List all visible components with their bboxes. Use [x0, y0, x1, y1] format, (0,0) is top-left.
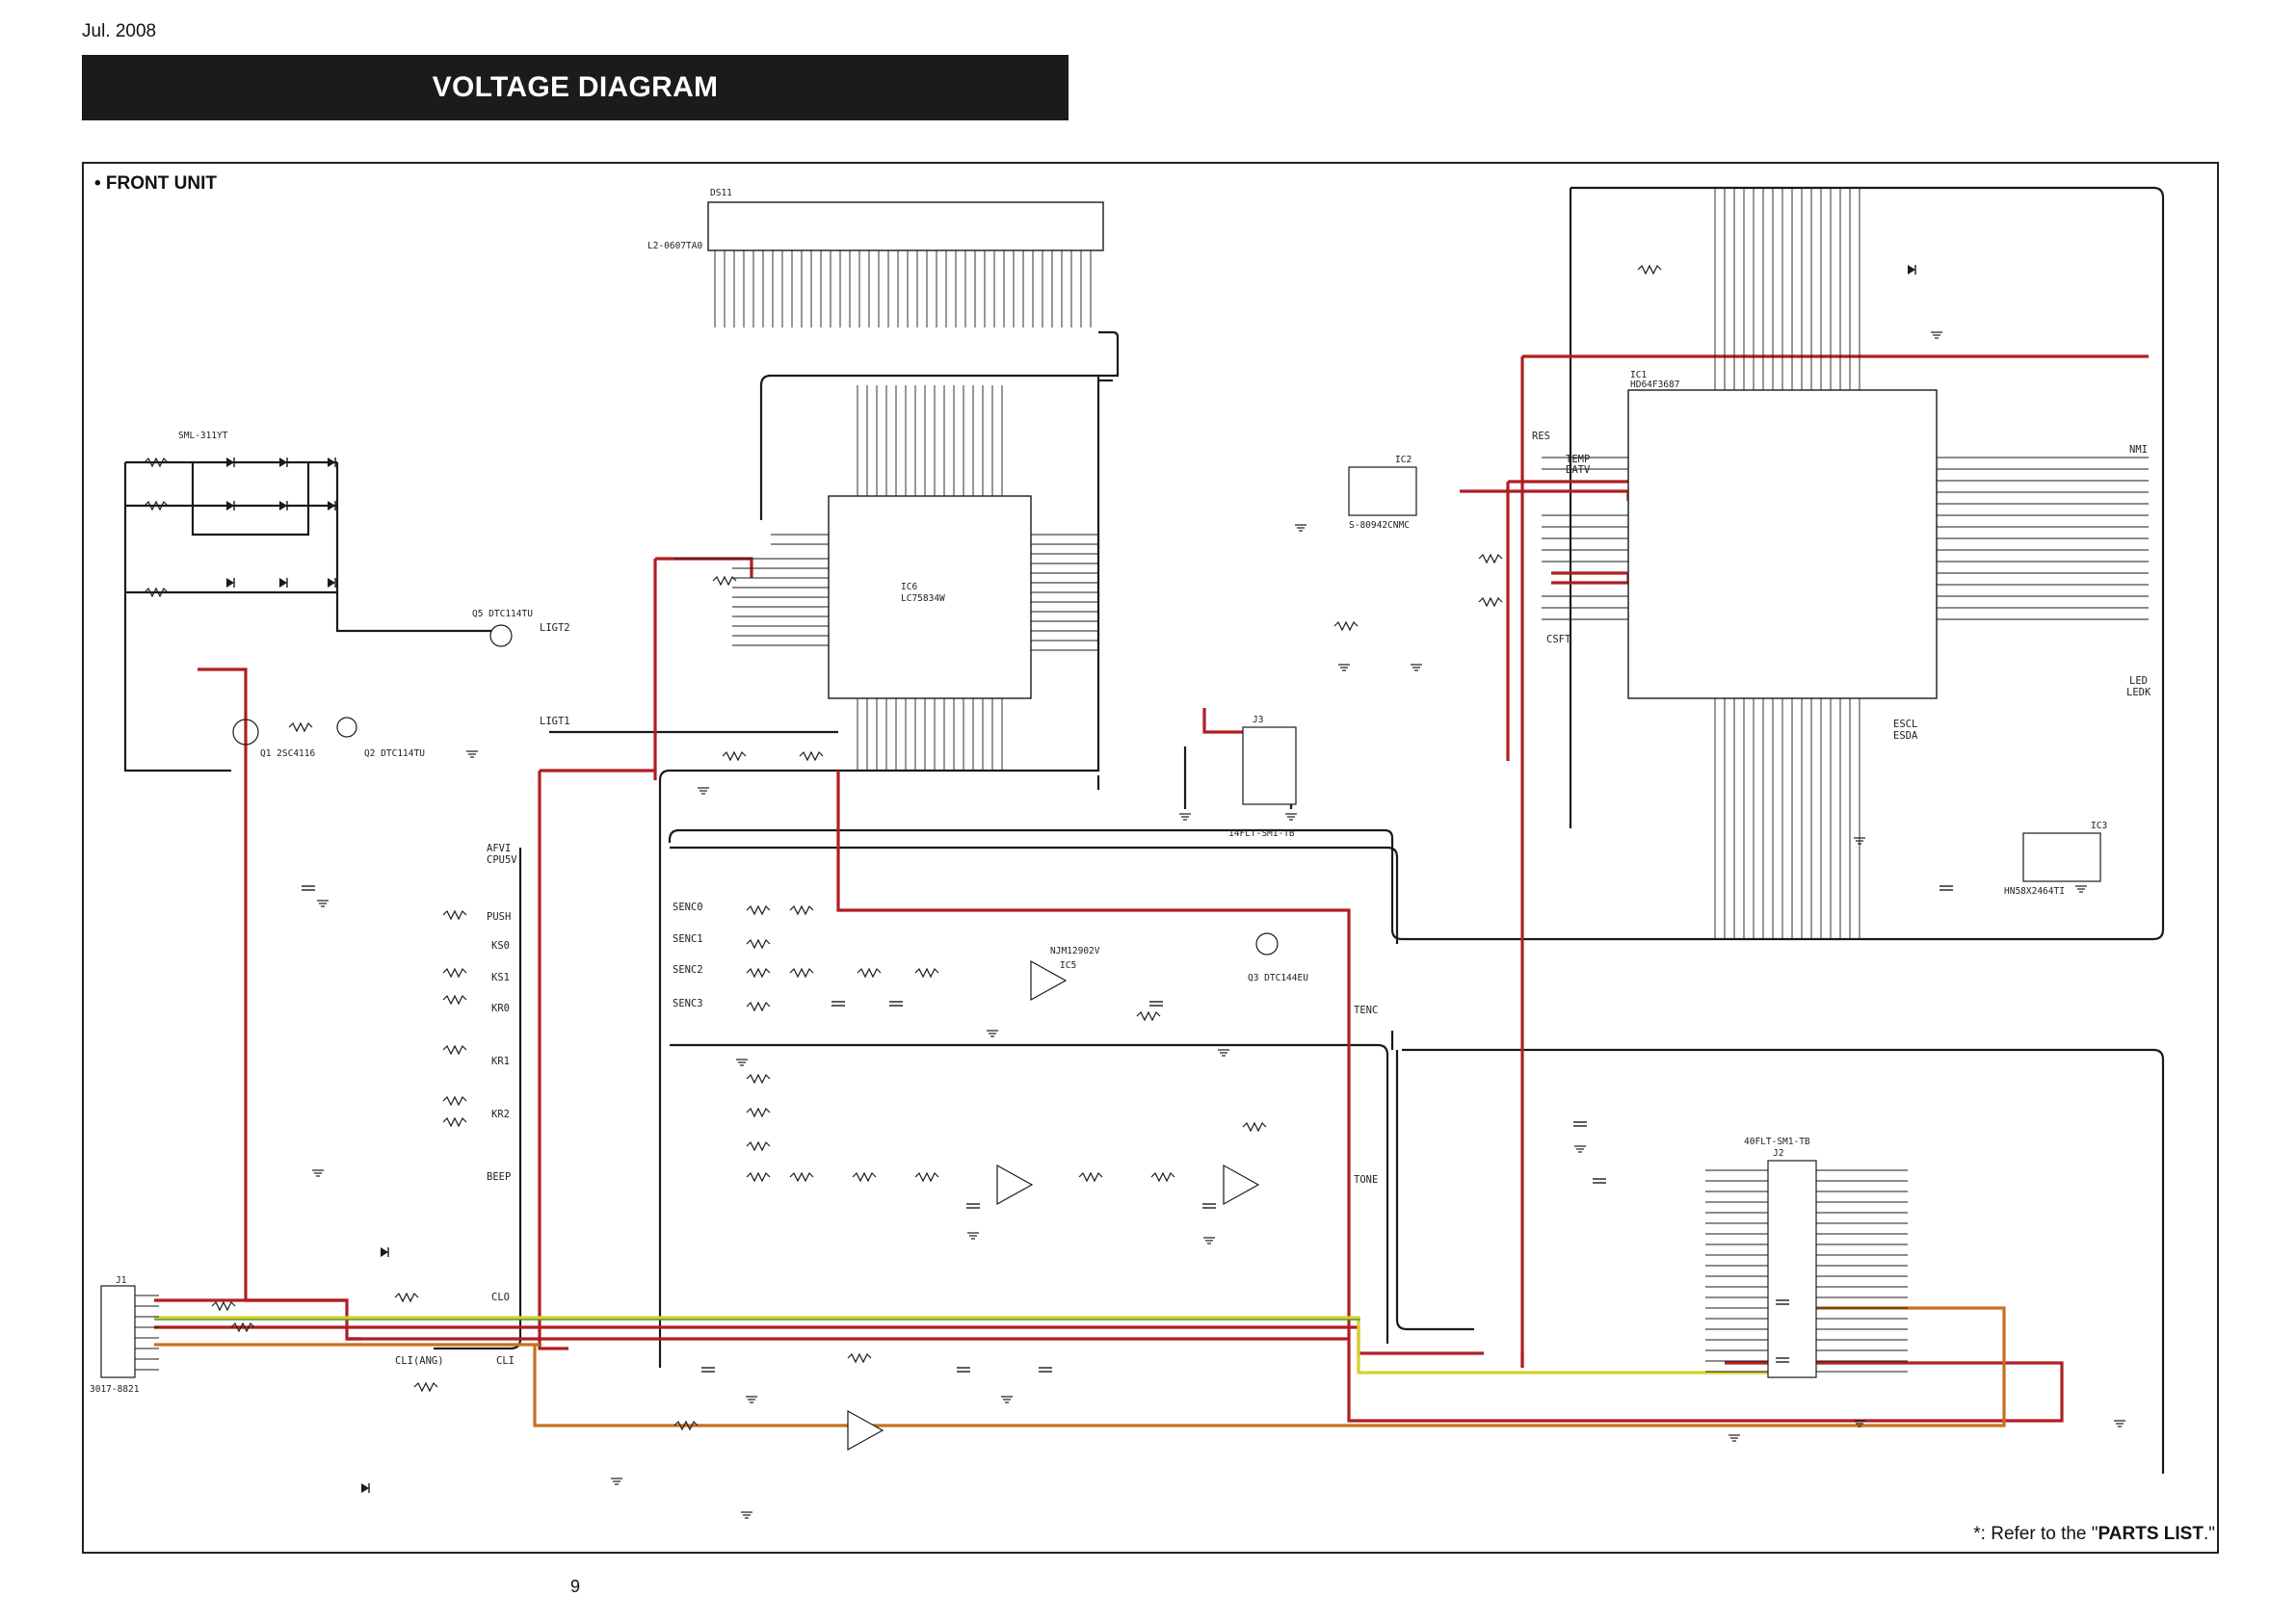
net-tenc: TENC [1354, 1005, 1378, 1016]
net-push: PUSH [487, 911, 511, 923]
net-beep: BEEP [487, 1171, 511, 1183]
ic6-driver: IC6 LC75834W [674, 385, 1098, 771]
schematic-frame [82, 162, 2219, 1554]
net-cli-ang: CLI(ANG) [395, 1355, 444, 1367]
parts-list-note: *: Refer to the "PARTS LIST." [1973, 1524, 2215, 1544]
net-senc3: SENC3 [673, 998, 703, 1009]
ic3-part: HN58X2464TI [2004, 886, 2065, 897]
document-date: Jul. 2008 [82, 21, 157, 41]
ic3-ref: IC3 [2091, 821, 2107, 831]
q5-label: Q5 DTC114TU [472, 609, 533, 619]
page-title-banner: VOLTAGE DIAGRAM [82, 55, 1069, 120]
net-batv: BATV [1566, 464, 1591, 476]
transistors [232, 624, 1279, 955]
ic6-ref: IC6 [901, 582, 917, 592]
display-ds11: DS11 L2-0607TA0 [647, 188, 1104, 327]
led-array: SML-311YT [144, 431, 336, 597]
ic1-microcontroller: IC1 HD64F3687 [1542, 188, 2149, 939]
led-part-label: SML-311YT [178, 431, 228, 441]
op-amps [847, 960, 1259, 1451]
ic2-reset: IC2 S-80942CNMC [1348, 455, 1417, 531]
ic5-ref: IC5 [1060, 960, 1076, 971]
net-esda: ESDA [1893, 730, 1918, 742]
ic3-eeprom: IC3 HN58X2464TI [2004, 821, 2107, 897]
net-temp: TEMP [1566, 454, 1590, 465]
ic6-part: LC75834W [901, 593, 945, 604]
net-nmi: NMI [2129, 444, 2148, 456]
net-csft: CSFT [1546, 634, 1571, 645]
net-kr0: KR0 [491, 1003, 510, 1014]
j3-ref: J3 [1253, 715, 1263, 725]
section-title: • FRONT UNIT [94, 173, 217, 194]
connector-j1: J1 3017-8821 [90, 1275, 159, 1395]
j2-part: 40FLT-SM1-TB [1744, 1137, 1810, 1147]
net-labels: LIGT2 LIGT1 CPU5V AFVI BEEP TONE TENC PU… [395, 431, 2151, 1367]
ic2-ref: IC2 [1395, 455, 1412, 465]
ic5-part: NJM12902V [1050, 946, 1100, 956]
net-tone: TONE [1354, 1174, 1378, 1186]
net-kr2: KR2 [491, 1109, 510, 1120]
ic2-part: S-80942CNMC [1349, 520, 1410, 531]
net-res: RES [1532, 431, 1550, 442]
j1-part: 3017-8821 [90, 1384, 140, 1395]
wire-network [123, 186, 2165, 1474]
net-ks0: KS0 [491, 940, 510, 952]
j2-ref: J2 [1773, 1148, 1783, 1159]
q1-label: Q1 2SC4116 [260, 748, 315, 759]
connector-j3: J3 14FLT-SM1-TB [1228, 715, 1297, 839]
net-kr1: KR1 [491, 1056, 510, 1067]
ds11-ref: DS11 [710, 188, 732, 198]
ds11-part: L2-0607TA0 [647, 241, 702, 251]
q2-label: Q2 DTC114TU [364, 748, 425, 759]
net-senc2: SENC2 [673, 964, 703, 976]
net-escl: ESCL [1893, 719, 1917, 730]
net-cpu5v: CPU5V [487, 854, 517, 866]
q3-label: Q3 DTC144EU [1248, 973, 1308, 983]
net-afvi: AFVI [487, 843, 511, 854]
net-clo: CLO [491, 1292, 510, 1303]
j1-ref: J1 [116, 1275, 127, 1286]
net-ledk: LEDK [2126, 687, 2151, 698]
j3-part: 14FLT-SM1-TB [1228, 828, 1295, 839]
page-number: 9 [570, 1577, 581, 1596]
ic1-part: HD64F3687 [1630, 380, 1679, 390]
net-led: LED [2129, 675, 2148, 687]
net-ligt2: LIGT2 [540, 622, 570, 634]
net-senc1: SENC1 [673, 933, 703, 945]
page-title: VOLTAGE DIAGRAM [432, 71, 719, 103]
net-cli: CLI [496, 1355, 515, 1367]
net-ligt1: LIGT1 [540, 716, 570, 727]
net-senc0: SENC0 [673, 902, 703, 913]
ic1-ref: IC1 [1630, 370, 1647, 380]
net-ks1: KS1 [491, 972, 510, 983]
parts-list-ref: PARTS LIST [2098, 1524, 2204, 1544]
connector-j2: J2 40FLT-SM1-TB [1705, 1137, 1908, 1378]
